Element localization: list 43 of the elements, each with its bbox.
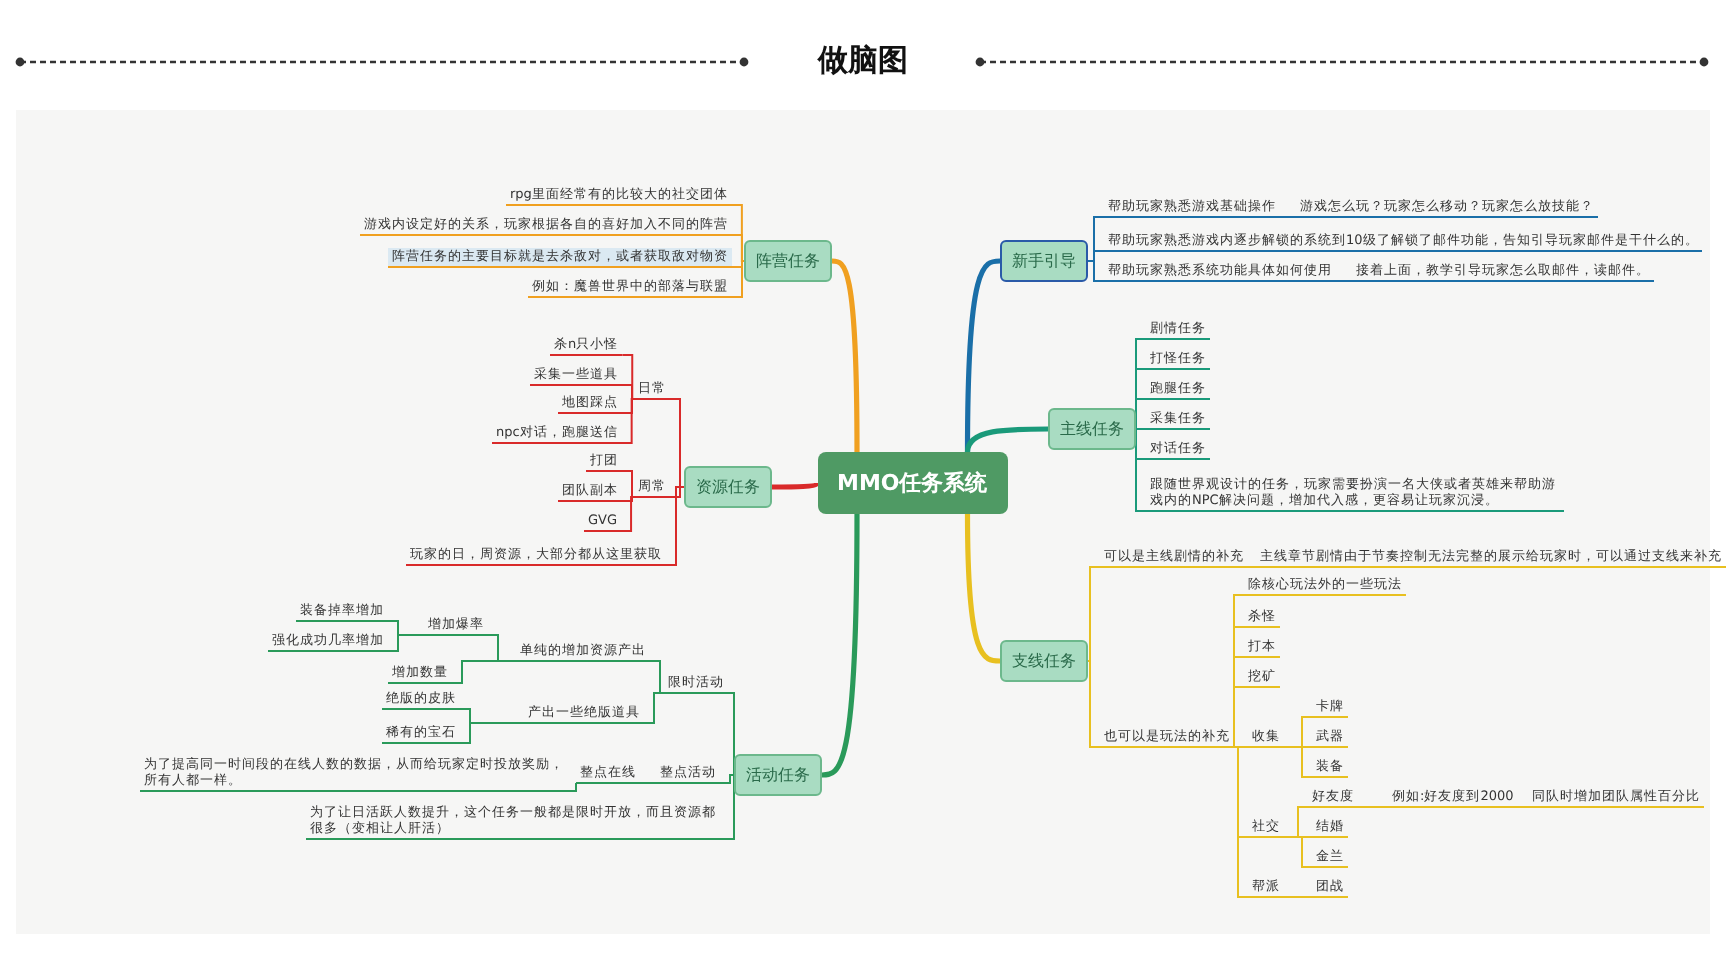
branch-line (621, 496, 635, 502)
topic-box: 支线任务 (1000, 640, 1088, 682)
branch-line (1247, 566, 1257, 568)
branch-line (669, 486, 685, 498)
branch-line (772, 481, 819, 490)
branch-line (1335, 280, 1353, 282)
branch-line (1279, 216, 1297, 218)
branch-line (1087, 250, 1105, 262)
branch-line (1283, 746, 1313, 778)
branch-line (1357, 806, 1389, 808)
branch-line (1233, 746, 1249, 748)
topic-box: 新手引导 (1000, 240, 1088, 282)
branch-line (1233, 746, 1249, 898)
branch-line (459, 722, 525, 744)
branch-line (1087, 660, 1101, 748)
branch-line (731, 234, 745, 262)
branch-line (621, 384, 635, 400)
branch-line (719, 774, 735, 784)
branch-line (964, 426, 1048, 453)
branch-line (1233, 686, 1245, 748)
branch-line (567, 782, 577, 792)
branch-line (620, 496, 635, 532)
branch-line (620, 398, 635, 444)
branch-line (649, 660, 665, 694)
branch-line (1516, 806, 1529, 808)
branch-line (621, 470, 635, 498)
branch-line (669, 398, 685, 488)
topic-box: 资源任务 (684, 466, 772, 508)
branch-line (1087, 566, 1101, 662)
branch-line (643, 692, 665, 724)
topic-box: 活动任务 (734, 754, 822, 796)
topic-box: 主线任务 (1048, 408, 1136, 450)
title: 做脑图 (818, 42, 908, 78)
branch-line (665, 486, 685, 566)
central-topic-box: MMO任务系统 (817, 452, 1008, 514)
branch-line (387, 634, 425, 652)
branch-line (1283, 836, 1313, 868)
branch-line (1135, 428, 1147, 430)
branch-line (1283, 896, 1313, 898)
topic-box: 阵营任务 (744, 240, 832, 282)
branch-line (639, 782, 657, 784)
branch-line (1087, 260, 1105, 282)
branch-line (451, 660, 517, 684)
